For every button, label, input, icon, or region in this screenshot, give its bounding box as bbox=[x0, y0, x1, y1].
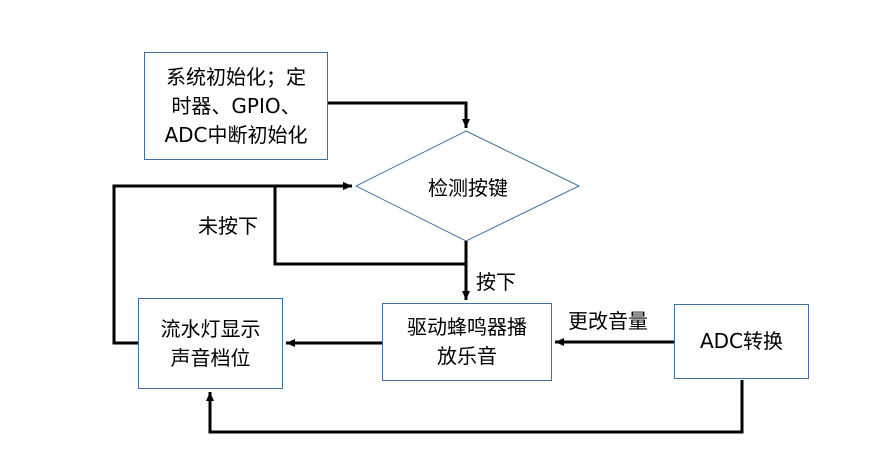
node-buzzer-text: 驱动蜂鸣器播 放乐音 bbox=[407, 315, 527, 368]
node-check-text: 检测按键 bbox=[428, 175, 508, 200]
label-pressed: 按下 bbox=[476, 270, 516, 294]
edge-adc-to-leds bbox=[206, 380, 744, 434]
node-adc-text: ADC转换 bbox=[699, 329, 784, 353]
edge-init-to-check bbox=[328, 101, 470, 128]
label-change-volume: 更改音量 bbox=[568, 309, 648, 333]
node-buzzer: 驱动蜂鸣器播 放乐音 bbox=[382, 303, 552, 381]
node-check: 检测按键 bbox=[356, 131, 580, 241]
label-not-pressed: 未按下 bbox=[198, 214, 258, 238]
node-leds-text: 流水灯显示 声音档位 bbox=[160, 316, 261, 370]
node-leds: 流水灯显示 声音档位 bbox=[138, 298, 283, 389]
node-init-text: 系统初始化；定 时器、GPIO、 ADC中断初始化 bbox=[164, 64, 308, 147]
node-init: 系统初始化；定 时器、GPIO、 ADC中断初始化 bbox=[144, 52, 328, 160]
node-adc: ADC转换 bbox=[674, 304, 809, 379]
edge-leds-to-check bbox=[112, 182, 352, 345]
